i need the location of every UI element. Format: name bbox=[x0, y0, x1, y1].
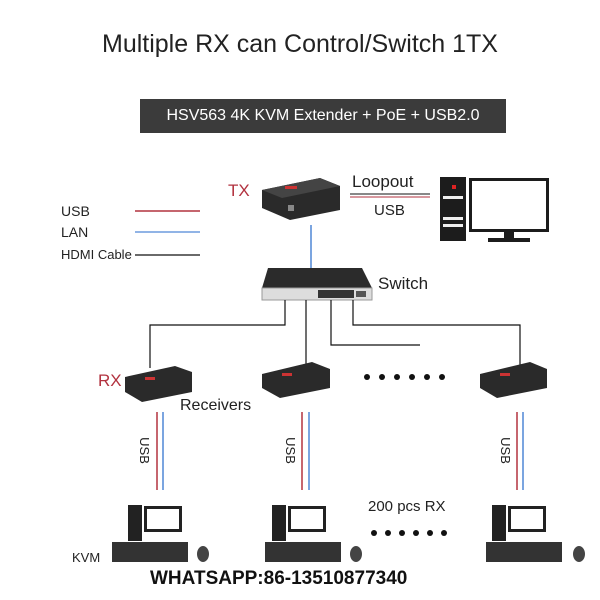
pc-monitor-icon bbox=[440, 177, 549, 242]
loopout-label: Loopout bbox=[352, 172, 414, 191]
usb-vertical-label-3: USB bbox=[497, 437, 513, 464]
rx-device-icons bbox=[125, 362, 547, 402]
product-banner: HSV563 4K KVM Extender + PoE + USB2.0 bbox=[140, 99, 506, 133]
usb-vertical-label-1: USB bbox=[136, 437, 152, 464]
switch-label: Switch bbox=[378, 274, 429, 293]
receivers-label: Receivers bbox=[180, 397, 252, 414]
ellipsis-dots-rx bbox=[364, 374, 445, 380]
usb-lan-drop-lines bbox=[156, 412, 524, 490]
page-title: Multiple RX can Control/Switch 1TX bbox=[102, 30, 498, 58]
network-switch-icon bbox=[261, 268, 373, 301]
legend-usb-label: USB bbox=[61, 203, 90, 219]
tx-device-icon bbox=[262, 178, 340, 220]
rx-label: RX bbox=[98, 371, 122, 390]
kvm-label: KVM bbox=[72, 550, 101, 565]
legend-lan-label: LAN bbox=[61, 224, 89, 240]
kvm-workstation-icons bbox=[112, 505, 585, 562]
whatsapp-contact: WHATSAPP:86-13510877340 bbox=[150, 568, 408, 589]
hdmi-tree-lines bbox=[149, 300, 521, 368]
loopout-usb-label: USB bbox=[374, 202, 405, 219]
ellipsis-dots-pcs bbox=[371, 530, 447, 536]
legend-lines bbox=[135, 210, 200, 256]
legend-hdmi-label: HDMI Cable bbox=[61, 247, 132, 262]
rx-count-label: 200 pcs RX bbox=[368, 498, 446, 515]
tx-label: TX bbox=[228, 181, 250, 200]
usb-vertical-label-2: USB bbox=[282, 437, 298, 464]
